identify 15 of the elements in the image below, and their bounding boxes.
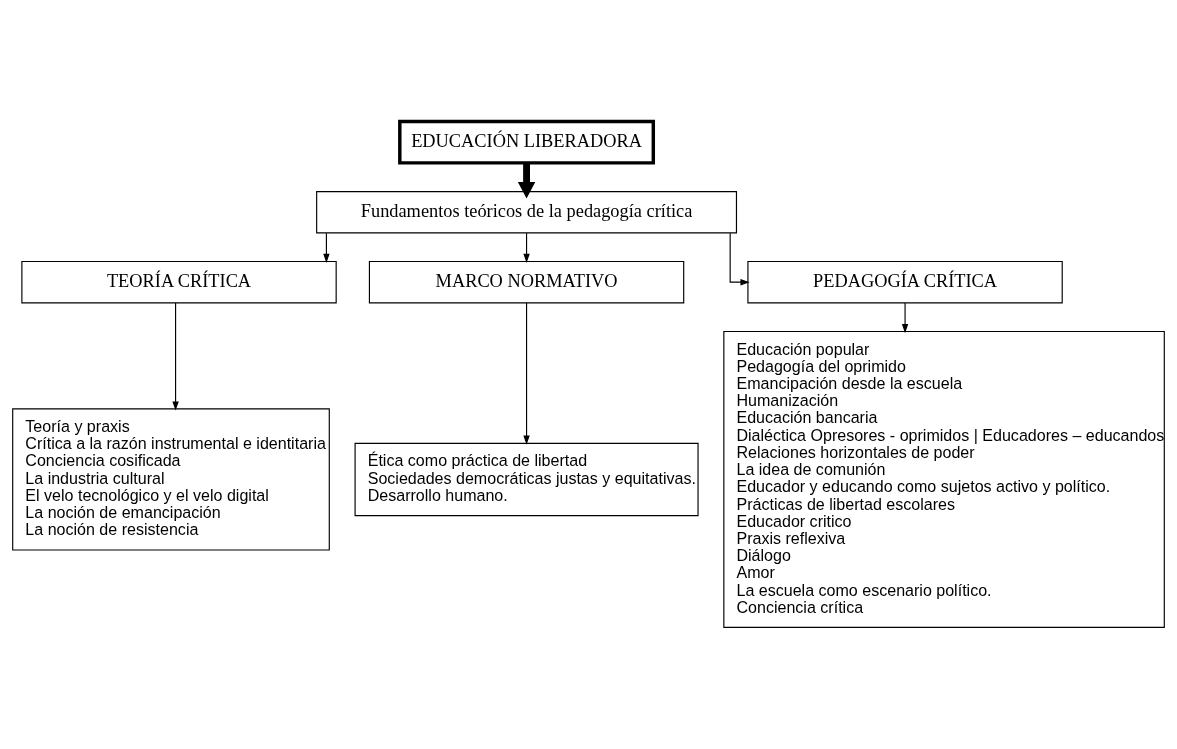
node-box: PEDAGOGÍA CRÍTICA (747, 260, 1063, 304)
arrow (517, 163, 536, 199)
node-box: Fundamentos teóricos de la pedagogía crítica (316, 190, 738, 234)
node-box: Educación popular Pedagogía del oprimido Emancipación desde la escuela Humanización Educación bancaria Dialéctica Opresores - oprimidos | Educadores – educandos Relaciones horizontales de poder La idea de comunión Educador y educando como sujetos activo y político. Prácticas de libertad escolares Educador critico Praxis reflexiva Diálogo Amor La escuela como escenario político. Conciencia crítica (723, 330, 1165, 628)
node-box: Teoría y praxis Crítica a la razón instrumental e identitaria Conciencia cosificada La industria cultural El velo tecnológico y el velo digital La noción de emancipación La noción de resistencia (12, 408, 330, 551)
node-box: Ética como práctica de libertad Sociedades democráticas justas y equitativas. Desarrollo humano. (354, 442, 699, 517)
arrow (323, 232, 330, 263)
node-box: EDUCACIÓN LIBERADORA (398, 119, 656, 165)
node-box: TEORÍA CRÍTICA (21, 260, 337, 304)
arrow (523, 232, 530, 263)
node-box: MARCO NORMATIVO (368, 260, 685, 304)
arrow (901, 302, 909, 334)
arrow (172, 302, 179, 411)
arrow (523, 302, 530, 445)
arrow (729, 232, 750, 286)
